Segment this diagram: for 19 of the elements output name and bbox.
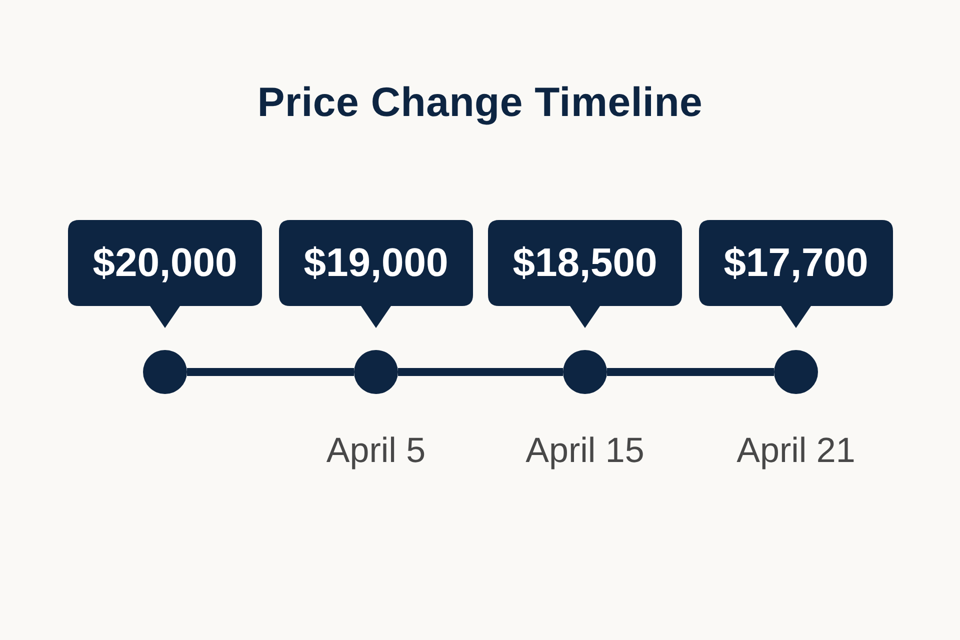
date-label: April 21 <box>736 430 856 472</box>
timeline-line <box>607 368 774 376</box>
timeline-dot <box>563 350 607 394</box>
timeline-dot <box>143 350 187 394</box>
price-label: $20,000 <box>92 240 238 286</box>
timeline-dot <box>774 350 818 394</box>
price-label: $17,700 <box>724 240 868 286</box>
timeline-line <box>187 368 354 376</box>
date-label: April 15 <box>526 430 644 472</box>
speech-bubble <box>699 220 893 328</box>
date-label: April 5 <box>326 430 426 472</box>
diagram-title: Price Change Timeline <box>257 78 703 127</box>
price-label: $18,500 <box>512 240 658 286</box>
timeline-dot <box>354 350 398 394</box>
speech-bubble <box>488 220 682 328</box>
price-label: $19,000 <box>304 240 448 286</box>
speech-bubble <box>279 220 473 328</box>
speech-bubble <box>68 220 262 328</box>
timeline-line <box>398 368 563 376</box>
